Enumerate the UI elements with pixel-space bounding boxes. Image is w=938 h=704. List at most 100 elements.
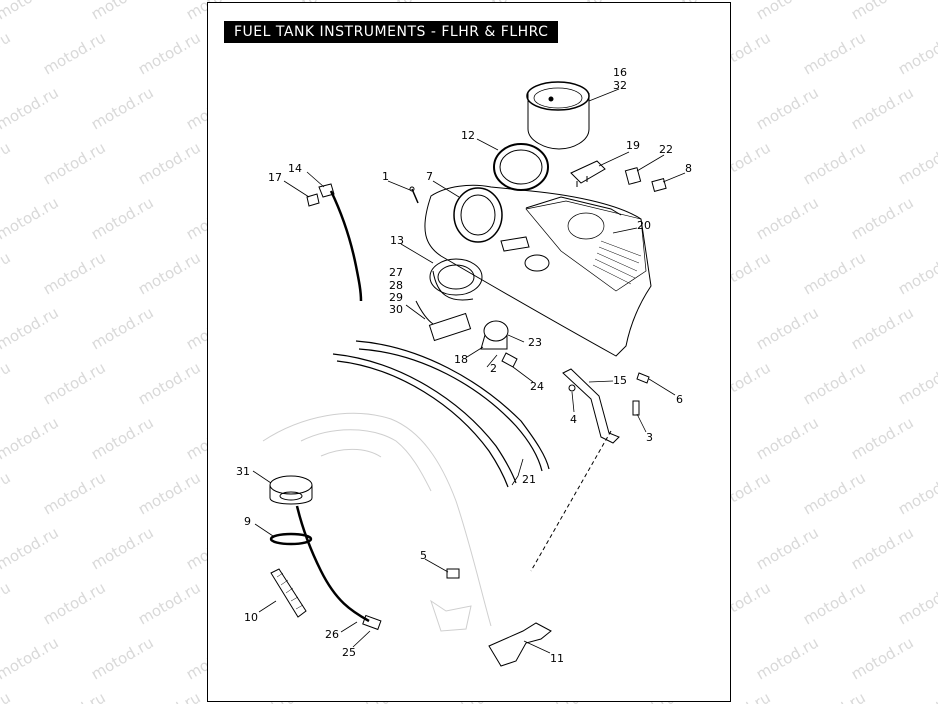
clip [651, 178, 667, 192]
watermark-text: motod.ru [135, 688, 204, 704]
fuel-tank-outline [262, 412, 492, 632]
watermark-text: motod.ru [800, 138, 869, 188]
watermark-text: motod.ru [0, 523, 62, 573]
watermark-text: motod.ru [0, 138, 14, 188]
speedometer-cable [306, 183, 363, 302]
bracket-clip [636, 372, 650, 384]
watermark-text: motod.ru [753, 83, 822, 133]
watermark-text: motod.ru [848, 0, 917, 23]
callout-10: 10 [244, 611, 258, 624]
callout-3: 3 [646, 431, 653, 444]
watermark-text: motod.ru [40, 138, 109, 188]
diagram-frame: FUEL TANK INSTRUMENTS - FLHR & FLHRC [207, 2, 731, 702]
callout-14: 14 [288, 162, 302, 175]
callout-8: 8 [685, 162, 692, 175]
watermark-text: motod.ru [848, 83, 917, 133]
watermark-text: motod.ru [753, 0, 822, 23]
watermark-text: motod.ru [895, 138, 938, 188]
watermark-text: motod.ru [0, 303, 62, 353]
watermark-text: motod.ru [135, 578, 204, 628]
watermark-text: motod.ru [0, 0, 62, 23]
console-trim [525, 196, 622, 216]
watermark-text: motod.ru [753, 523, 822, 573]
bezel-ring [493, 143, 549, 191]
indicator-lamp [624, 167, 642, 185]
assembly-line [530, 430, 612, 572]
callout-27: 27 [389, 266, 403, 279]
exploded-parts-diagram: 1 2 3 4 5 6 7 8 9 10 11 12 13 14 15 16 1… [236, 66, 692, 667]
callout-5: 5 [420, 549, 427, 562]
watermark-text: motod.ru [88, 633, 157, 683]
watermark-text: motod.ru [0, 578, 14, 628]
watermark-text: motod.ru [800, 468, 869, 518]
callout-13: 13 [390, 234, 404, 247]
fastener [632, 400, 640, 416]
watermark-text: motod.ru [800, 578, 869, 628]
watermark-text: motod.ru [0, 358, 14, 408]
callout-28: 28 [389, 279, 403, 292]
watermark-text: motod.ru [895, 248, 938, 298]
wire-sleeve [270, 568, 307, 618]
callout-7: 7 [426, 170, 433, 183]
watermark-text: motod.ru [135, 138, 204, 188]
watermark-text: motod.ru [0, 83, 62, 133]
diagram-title: FUEL TANK INSTRUMENTS - FLHR & FLHRC [224, 21, 559, 43]
watermark-text: motod.ru [88, 413, 157, 463]
watermark-text: motod.ru [40, 248, 109, 298]
watermark-text: motod.ru [848, 633, 917, 683]
watermark-text: motod.ru [135, 358, 204, 408]
callout-12: 12 [461, 129, 475, 142]
trim-strips [332, 340, 550, 488]
watermark-text: motod.ru [895, 28, 938, 78]
sender-wire [295, 505, 382, 631]
watermark-text: motod.ru [0, 248, 14, 298]
watermark-text: motod.ru [800, 248, 869, 298]
callout-4: 4 [570, 413, 577, 426]
watermark-text: motod.ru [848, 193, 917, 243]
watermark-text: motod.ru [848, 523, 917, 573]
watermark-text: motod.ru [895, 578, 938, 628]
leader-lines [252, 88, 686, 654]
callout-17: 17 [268, 171, 282, 184]
nut [568, 384, 576, 392]
watermark-text: motod.ru [88, 303, 157, 353]
callout-26: 26 [325, 628, 339, 641]
watermark-text: motod.ru [0, 28, 14, 78]
callout-6: 6 [676, 393, 683, 406]
watermark-text: motod.ru [40, 28, 109, 78]
harness-bracket [429, 258, 483, 301]
watermark-text: motod.ru [895, 468, 938, 518]
callout-31: 31 [236, 465, 250, 478]
watermark-text: motod.ru [895, 358, 938, 408]
callout-11: 11 [550, 652, 564, 665]
watermark-text: motod.ru [848, 303, 917, 353]
fuel-gauge [480, 320, 518, 368]
watermark-text: motod.ru [753, 303, 822, 353]
callout-1: 1 [382, 170, 389, 183]
watermark-text: motod.ru [40, 688, 109, 704]
watermark-text: motod.ru [800, 358, 869, 408]
speedometer [526, 81, 590, 150]
watermark-text: motod.ru [40, 578, 109, 628]
watermark-text: motod.ru [895, 688, 938, 704]
watermark-text: motod.ru [135, 248, 204, 298]
fuel-gauge-connector [415, 300, 472, 342]
callout-15: 15 [613, 374, 627, 387]
callout-19: 19 [626, 139, 640, 152]
grommet [446, 568, 460, 579]
callout-24: 24 [530, 380, 544, 393]
callout-18: 18 [454, 353, 468, 366]
fuel-sender [269, 475, 313, 505]
screw [409, 186, 419, 204]
watermark-text: motod.ru [800, 688, 869, 704]
watermark-text: motod.ru [88, 523, 157, 573]
callout-20: 20 [637, 219, 651, 232]
callout-29: 29 [389, 291, 403, 304]
watermark-text: motod.ru [88, 193, 157, 243]
watermark-text: motod.ru [0, 468, 14, 518]
callout-2: 2 [490, 362, 497, 375]
watermark-text: motod.ru [753, 413, 822, 463]
callout-30: 30 [389, 303, 403, 316]
watermark-text: motod.ru [88, 83, 157, 133]
watermark-text: motod.ru [135, 28, 204, 78]
